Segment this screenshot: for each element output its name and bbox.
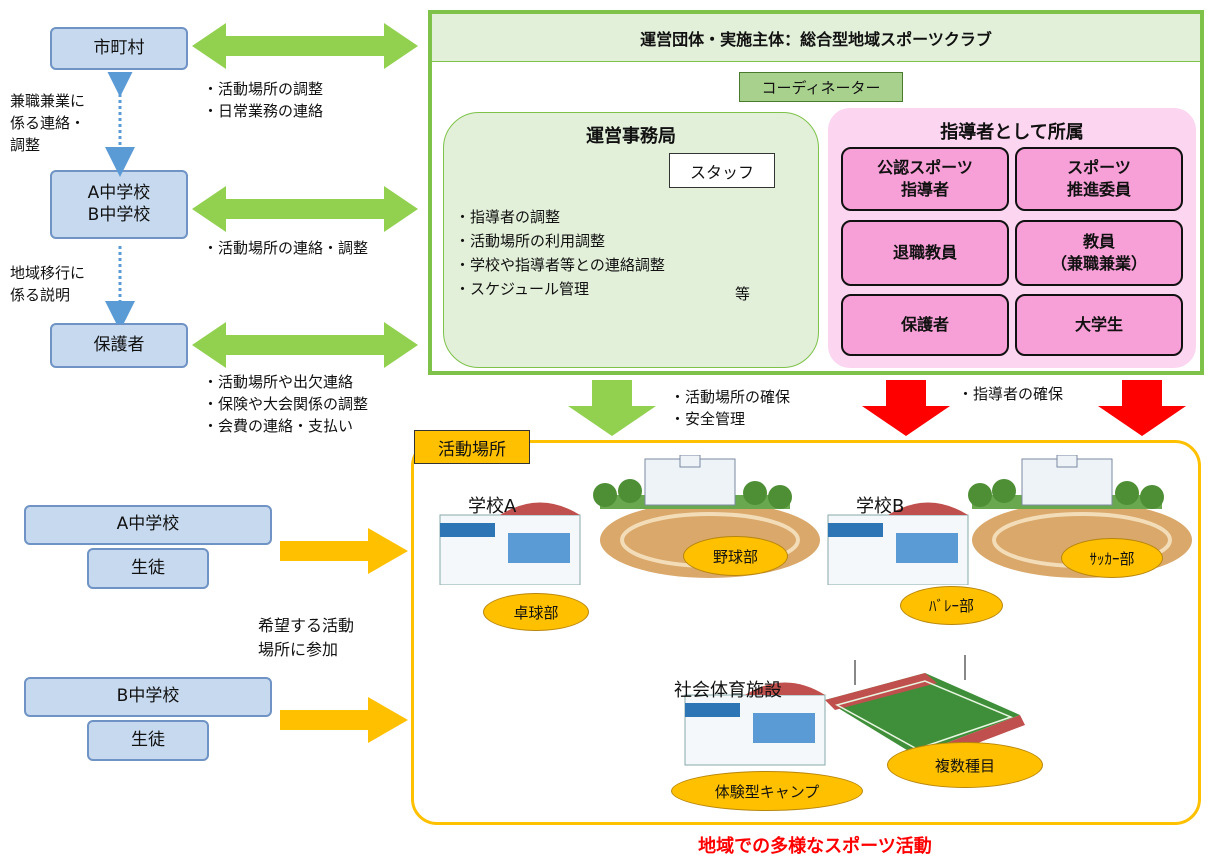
office-etc: 等 [735,285,751,303]
instructor-promotion-committee: スポーツ 推進委員 [1015,147,1183,211]
instructor-university-student: 大学生 [1015,294,1183,356]
instructor-certified: 公認スポーツ 指導者 [841,147,1009,211]
club-multi-sport: 複数種目 [887,742,1043,788]
orange-arrow-student-a [280,528,408,574]
club-title: 運営団体・実施主体：総合型地域スポーツクラブ [640,29,992,49]
flow-note-secure-place: ・活動場所の確保 ・安全管理 [670,388,791,428]
venue-frame [411,440,1201,825]
guardians-box: 保護者 [50,323,188,368]
office-title: 運営事務局 [586,126,676,147]
venue-label: 活動場所 [414,430,530,464]
staff-box: スタッフ [669,153,775,188]
club-table-tennis: 卓球部 [483,593,589,631]
orange-arrow-student-b [280,697,408,743]
caption: 地域での多様なスポーツ活動 [698,836,932,857]
club-title-bar: 運営団体・実施主体：総合型地域スポーツクラブ [432,14,1200,62]
student-a-school-box: A中学校 [24,505,272,545]
arrow-note-schools: ・活動場所の連絡・調整 [203,239,369,257]
coordinator-box: コーディネーター [739,72,903,102]
side-note-transition: 地域移行に 係る説明 [10,264,86,304]
vertical-dotted-arrows [105,72,135,324]
club-camp: 体験型キャンプ [671,771,863,811]
double-arrow-guardians [192,322,418,368]
flow-note-secure-instructors: ・指導者の確保 [958,385,1064,403]
red-down-arrow-2 [1098,380,1186,436]
student-a-box: 生徒 [87,548,209,589]
green-down-arrow [568,380,656,436]
club-soccer: ｻｯｶｰ部 [1061,538,1163,578]
club-baseball: 野球部 [683,536,788,576]
student-b-box: 生徒 [87,720,209,761]
city-box: 市町村 [50,27,188,70]
instructor-guardian: 保護者 [841,294,1009,356]
school-b-label: 学校B [856,496,905,517]
arrow-note-guardians: ・活動場所や出欠連絡 ・保険や大会関係の調整 ・会費の連絡・支払い [203,373,369,435]
red-down-arrow-1 [862,380,950,436]
schools-ab-box: A中学校 B中学校 [50,170,188,239]
side-note-dual-employment: 兼職兼業に 係る連絡・ 調整 [10,92,86,154]
double-arrow-city [192,23,418,69]
club-volleyball: ﾊﾞﾚｰ部 [900,586,1003,625]
participate-note: 希望する活動 場所に参加 [258,616,355,659]
instructor-teacher: 教員 （兼職兼業） [1015,220,1183,286]
double-arrow-schools [192,186,418,232]
arrow-note-city: ・活動場所の調整 ・日常業務の連絡 [203,80,324,120]
instructor-retired-teacher: 退職教員 [841,220,1009,286]
instructors-title: 指導者として所属 [940,122,1084,143]
student-b-school-box: B中学校 [24,677,272,717]
school-a-label: 学校A [468,496,517,517]
facility-label: 社会体育施設 [674,680,782,701]
office-tasks: ・指導者の調整 ・活動場所の利用調整 ・学校や指導者等との連絡調整 ・スケジュー… [455,208,665,298]
